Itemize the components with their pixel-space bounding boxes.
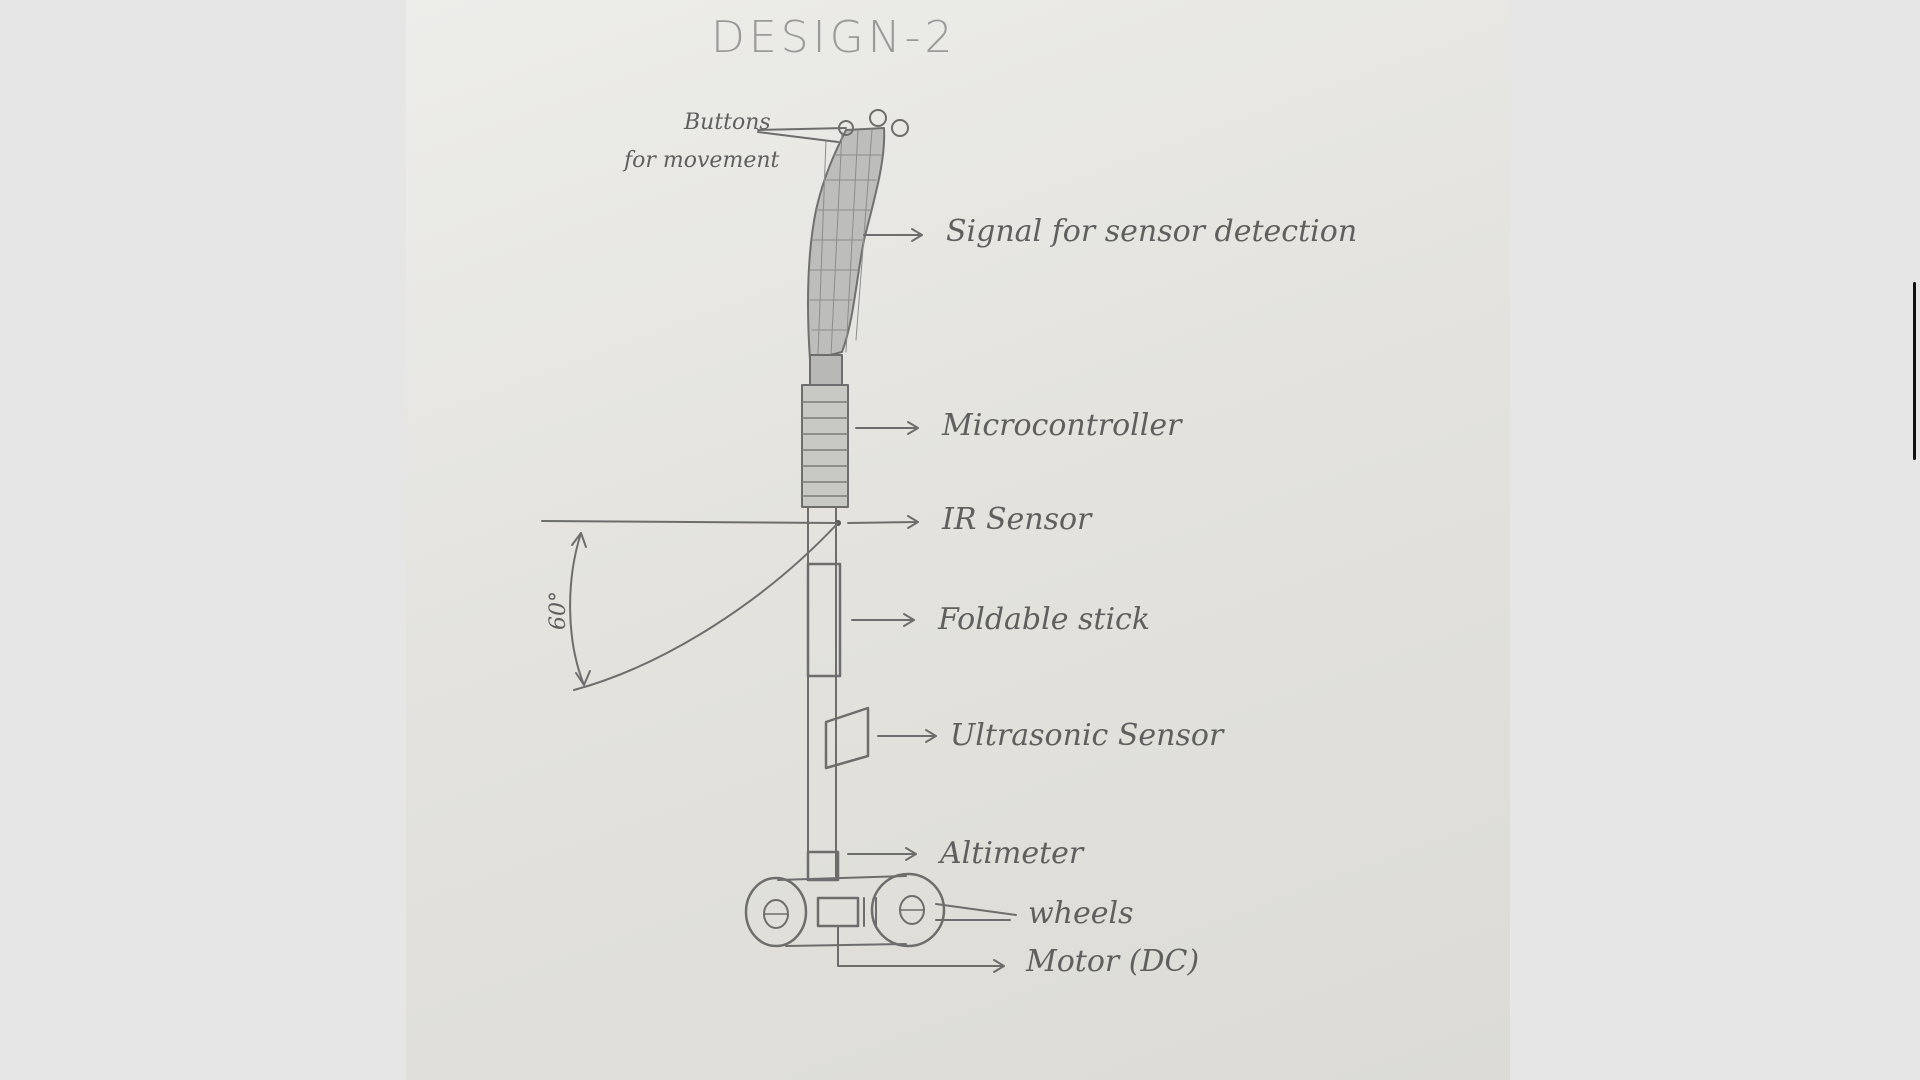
label-buttons-sub: for movement [624, 148, 779, 173]
motor-box [818, 898, 858, 926]
label-ultrasonic-sensor: Ultrasonic Sensor [950, 718, 1223, 753]
label-buttons: Buttons [684, 110, 771, 135]
sketch-paper: DESIGN-2 Buttons for movement Signal for… [406, 0, 1510, 1080]
label-motor: Motor (DC) [1026, 944, 1199, 979]
movement-button-2 [870, 110, 886, 126]
design-sketch [406, 0, 1510, 1080]
label-microcontroller: Microcontroller [942, 408, 1181, 443]
angle-label: 60° [546, 591, 571, 630]
wheel-left [746, 878, 806, 946]
microcontroller-block [802, 385, 848, 507]
scrollbar-thumb[interactable] [1913, 282, 1916, 460]
design-title: DESIGN-2 [711, 12, 956, 63]
altimeter-box [808, 852, 838, 880]
ultrasonic-sensor [826, 708, 868, 768]
angle-arc [570, 533, 584, 685]
label-ir-sensor: IR Sensor [942, 502, 1091, 537]
label-altimeter: Altimeter [940, 836, 1083, 871]
label-foldable-stick: Foldable stick [938, 602, 1150, 637]
movement-button-3 [892, 120, 908, 136]
label-wheels: wheels [1028, 896, 1134, 931]
label-signal: Signal for sensor detection [946, 214, 1357, 249]
